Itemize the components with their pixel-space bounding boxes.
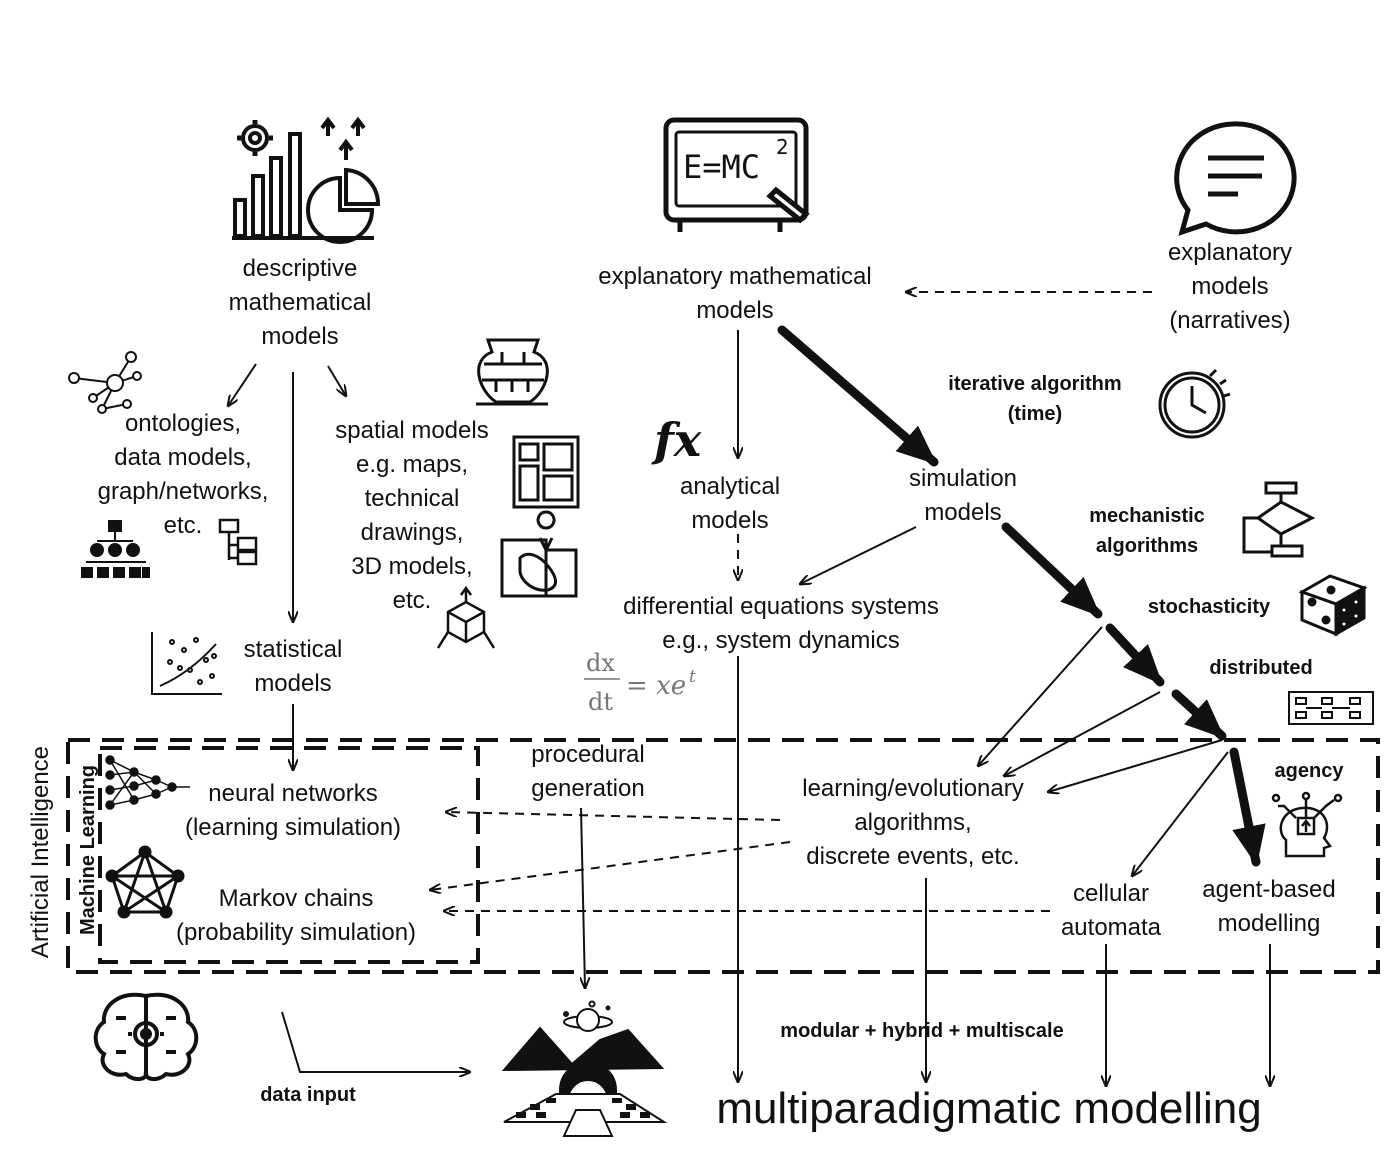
- node-cellular-automata: cellular automata: [1060, 880, 1162, 941]
- vase-icon: [476, 338, 549, 406]
- table-structure-icon: [218, 518, 258, 566]
- node-markov-chains: Markov chains (probability simulation): [175, 885, 417, 946]
- ai-group-box: [66, 738, 1380, 974]
- svg-text:t: t: [689, 667, 696, 687]
- node-narratives: explanatory models (narratives): [1167, 239, 1293, 334]
- function-icon: fx: [651, 413, 702, 467]
- arrow-procedural-portal: [581, 807, 585, 988]
- node-procedural-generation: procedural generation: [531, 741, 645, 802]
- node-multiparadigmatic-modelling: multiparadigmatic modelling: [716, 1084, 1262, 1133]
- stopwatch-icon: [1158, 368, 1231, 439]
- scatter-plot-icon: [151, 632, 222, 695]
- floor-plan-icon: [512, 435, 580, 509]
- svg-text:dx: dx: [586, 649, 615, 677]
- arrow-desc-spatial: [327, 365, 346, 396]
- node-learning-algorithms: learning/evolutionary algorithms, discre…: [802, 775, 1024, 870]
- arrow-desc-ontologies: [228, 363, 257, 406]
- node-descriptive-models: descriptive mathematical models: [228, 255, 372, 350]
- blackboard-icon: E=MC 2: [663, 117, 810, 232]
- annotation-iterative-algorithm: iterative algorithm (time): [948, 373, 1122, 425]
- flowchart-icon: [1242, 481, 1316, 558]
- arrow-branch-learning-3: [1048, 739, 1223, 792]
- annotation-data-input: data input: [260, 1084, 356, 1106]
- hierarchy-icon: [81, 520, 150, 578]
- svg-text:dt: dt: [588, 688, 613, 716]
- thick-arrow-agent: [1229, 747, 1266, 867]
- distributed-icon: [1288, 691, 1374, 725]
- node-explanatory-math-models: explanatory mathematical models: [598, 263, 872, 324]
- annotation-agency: agency: [1274, 760, 1344, 782]
- thick-arrow-sim-branch-1: [1001, 522, 1103, 619]
- node-statistical-models: statistical models: [243, 636, 343, 697]
- arrow-learning-markov: [430, 841, 791, 890]
- annotation-distributed: distributed: [1209, 657, 1313, 679]
- node-simulation-models: simulation models: [908, 465, 1018, 526]
- arrow-data-input: [281, 1011, 470, 1072]
- arrow-simulation-differential: [800, 526, 917, 584]
- annotation-stochasticity: stochasticity: [1147, 596, 1271, 618]
- ml-group-box: [98, 746, 480, 964]
- arrow-branch-learning-1: [978, 626, 1103, 766]
- svg-text:2: 2: [776, 135, 789, 159]
- map-icon: [500, 510, 578, 598]
- node-ontologies: ontologies, data models, graph/networks,…: [97, 410, 269, 539]
- arrow-branch-learning-2: [1004, 691, 1161, 776]
- equation-formula: dx dt = xe t: [584, 649, 696, 716]
- agent-head-icon: [1271, 791, 1343, 858]
- node-agent-based-modelling: agent-based modelling: [1202, 876, 1336, 937]
- cube-3d-icon: [436, 585, 496, 649]
- thick-arrow-expl-simulation: [777, 325, 939, 467]
- annotation-mechanistic-algorithms: mechanistic algorithms: [1089, 505, 1205, 557]
- dice-icon: [1298, 574, 1368, 637]
- network-graph-icon: [68, 351, 142, 414]
- neural-net-icon: [105, 755, 190, 810]
- node-analytical-models: analytical models: [679, 473, 781, 534]
- svg-text:= xe: = xe: [626, 671, 686, 701]
- thick-arrow-sim-branch-3: [1171, 689, 1227, 741]
- brain-gear-icon: [93, 992, 199, 1081]
- group-label-machine-learning: Machine Learning: [77, 764, 99, 935]
- chart-gear-icon: [232, 116, 381, 244]
- node-spatial-models: spatial models e.g. maps, technical draw…: [335, 417, 489, 614]
- svg-text:E=MC: E=MC: [683, 148, 760, 186]
- group-label-artificial-intelligence: Artificial Intelligence: [27, 745, 54, 959]
- node-neural-networks: neural networks (learning simulation): [184, 780, 402, 841]
- arrow-learning-neural: [446, 812, 781, 821]
- pentagram-graph-icon: [105, 845, 185, 919]
- speech-bubble-icon: [1174, 121, 1297, 236]
- thick-arrow-sim-branch-2: [1105, 623, 1165, 687]
- annotation-modular-hybrid: modular + hybrid + multiscale: [780, 1020, 1064, 1042]
- arrow-branch-cellular: [1132, 751, 1229, 876]
- node-differential-equations: differential equations systems e.g., sys…: [623, 593, 939, 654]
- portal-landscape-icon: [501, 1000, 668, 1137]
